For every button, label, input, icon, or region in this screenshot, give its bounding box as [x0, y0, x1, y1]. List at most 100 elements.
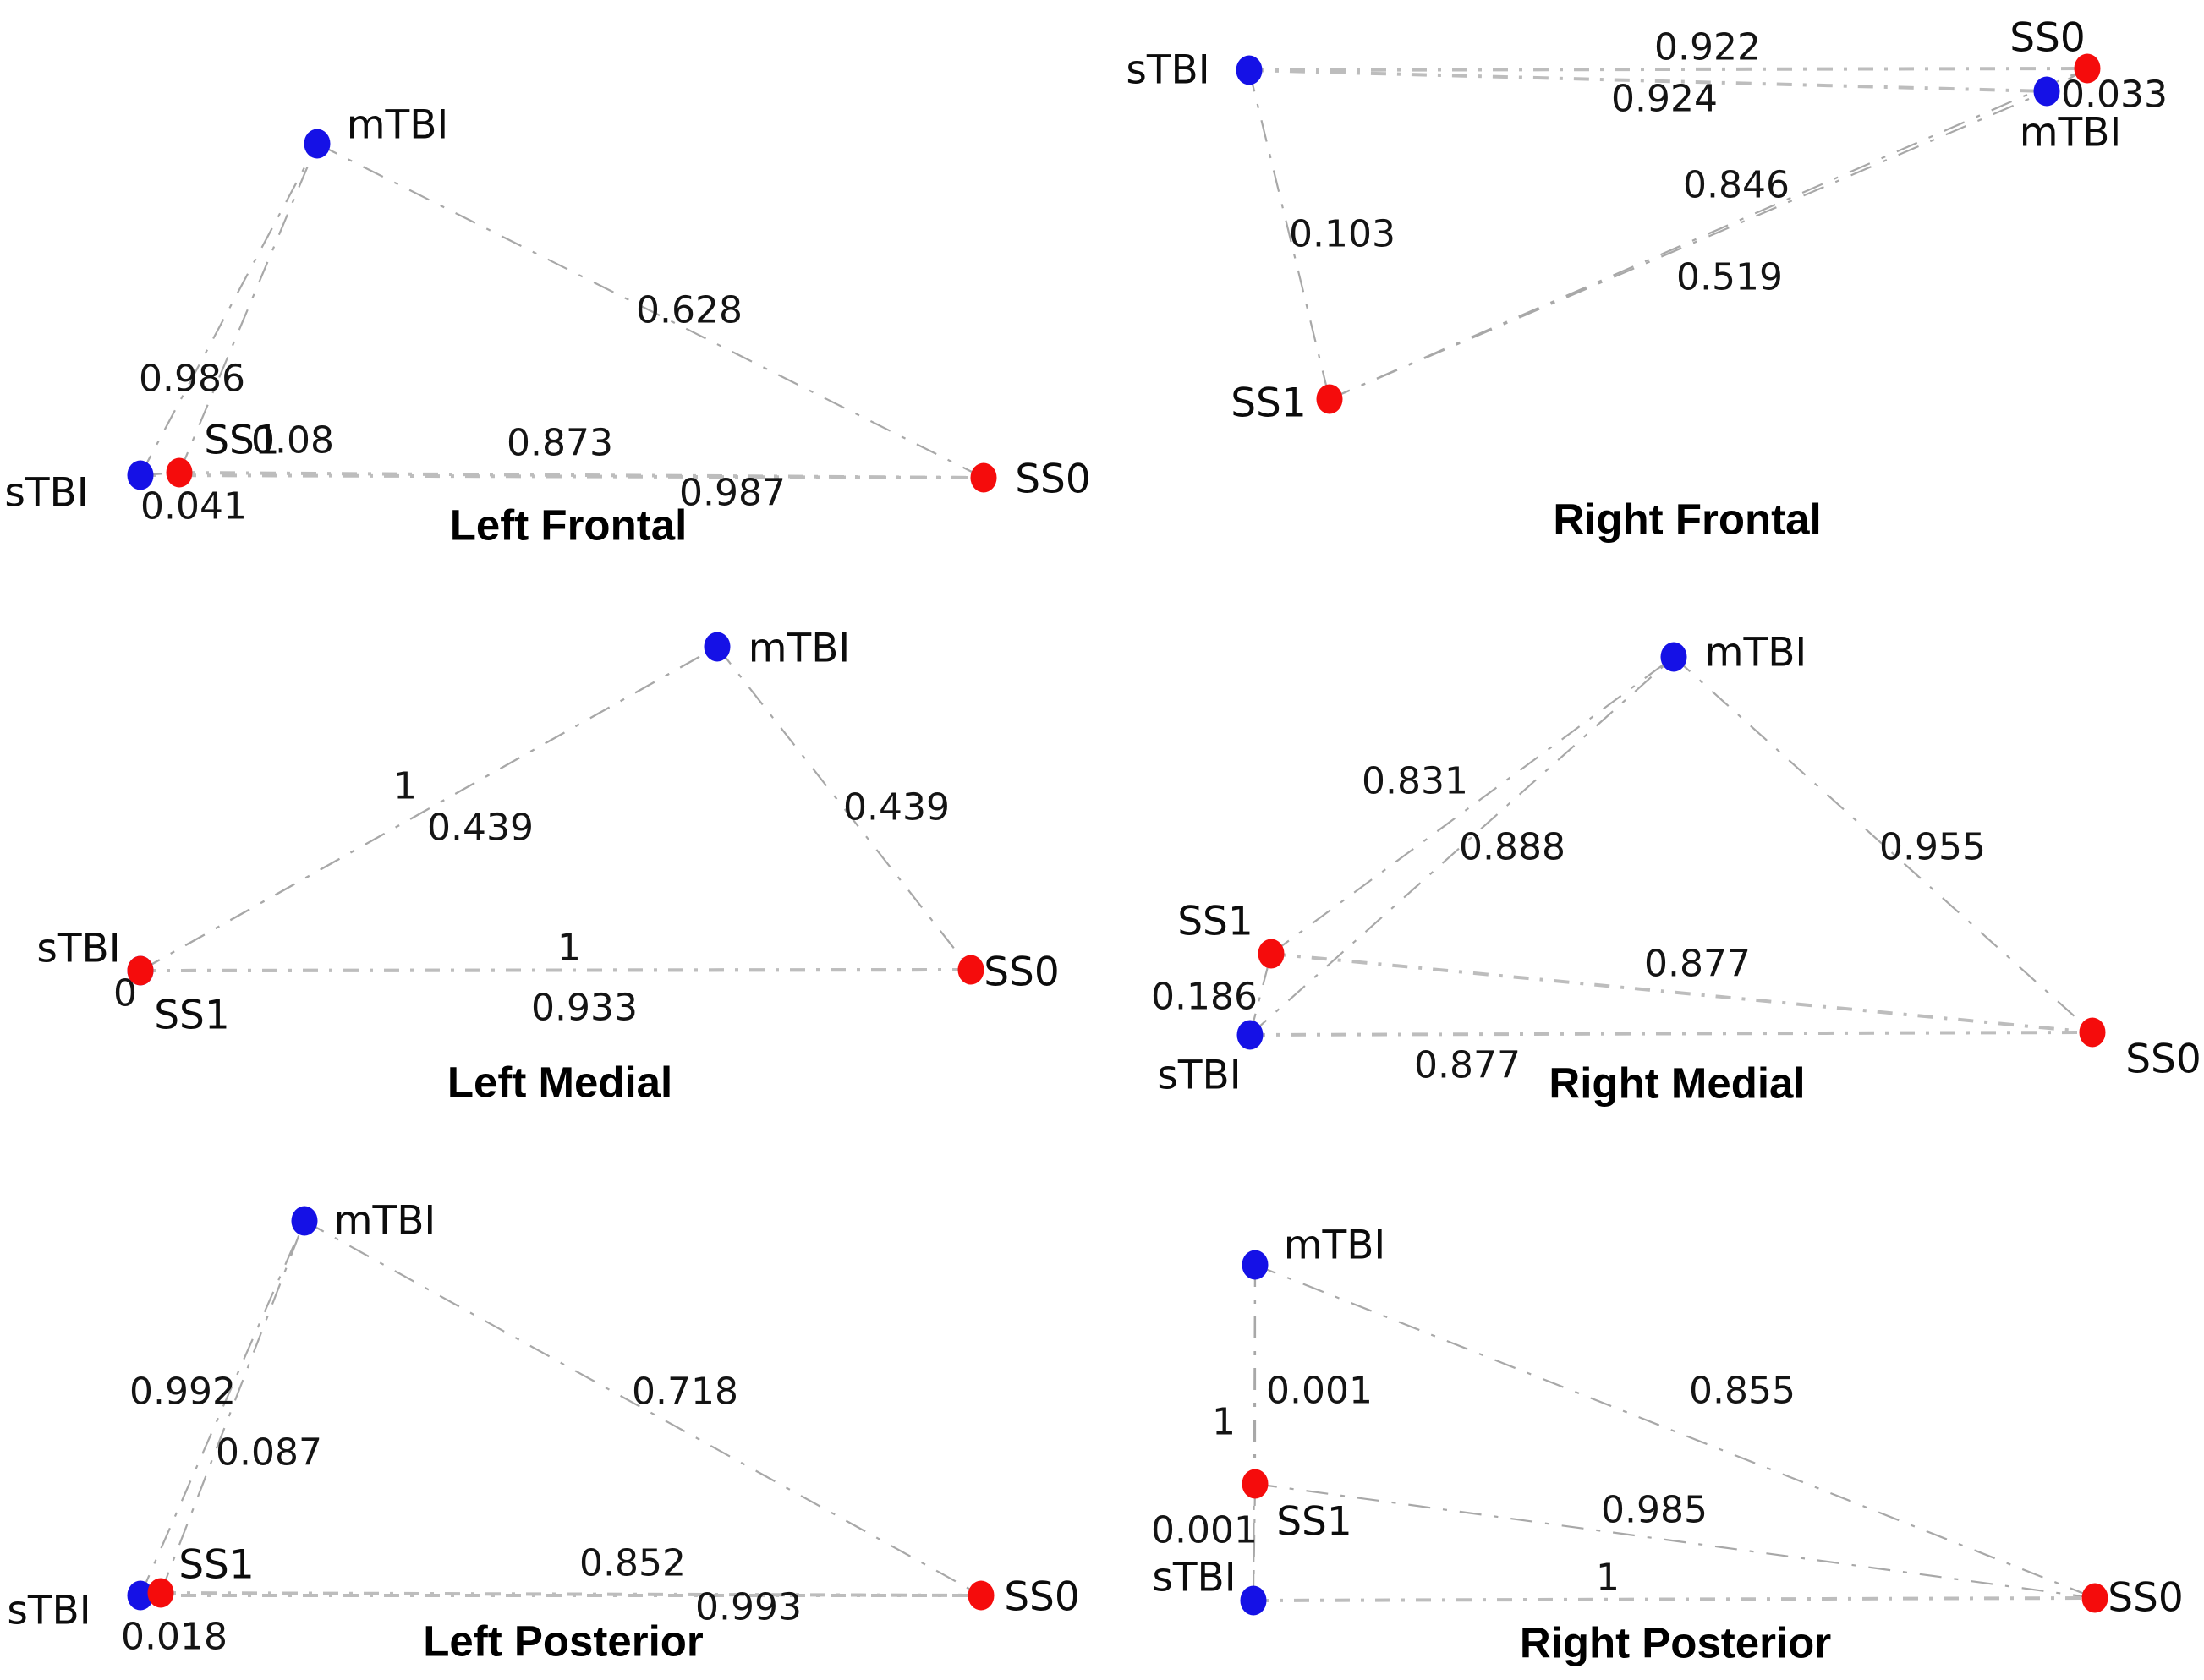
- edge-weight-label: 0.855: [1689, 1369, 1796, 1413]
- node-SS1: [1316, 384, 1343, 414]
- edge-weight-label: 0.924: [1611, 77, 1718, 121]
- edge-weight-label: 1: [1596, 1556, 1620, 1600]
- node-label-mTBI: mTBI: [1704, 629, 1807, 676]
- node-sTBI: [1236, 1020, 1264, 1050]
- edge-sTBI-mTBI: [140, 143, 318, 476]
- edge-weight-label: 1: [393, 764, 417, 808]
- node-mTBI: [304, 129, 331, 159]
- node-SS1: [166, 457, 193, 488]
- edge-weight-label: 0.018: [121, 1615, 228, 1659]
- node-mTBI: [291, 1206, 318, 1236]
- panel-title: Right Frontal: [1553, 495, 1822, 544]
- edge-weight-label: 0.831: [1362, 759, 1468, 803]
- node-SS1: [1242, 1469, 1269, 1499]
- edge-weight-label: 0.852: [579, 1541, 686, 1585]
- edge-weight-label: 0.519: [1676, 255, 1783, 299]
- edge-weight-label: 0.873: [507, 421, 613, 465]
- node-SS0: [968, 1580, 995, 1611]
- node-label-SS0: SS0: [2125, 1036, 2201, 1083]
- edge-SS1-mTBI: [159, 1220, 306, 1594]
- edge-weight-label: 0.087: [216, 1431, 322, 1475]
- edge-weight-label: 0.001: [1151, 1508, 1258, 1552]
- edge-weight-label: 0.933: [531, 986, 638, 1030]
- node-label-SS0: SS0: [1015, 456, 1091, 503]
- node-label-sTBI: sTBI: [1157, 1052, 1242, 1099]
- edge-SS1-SS0: [140, 968, 972, 972]
- node-label-sTBI: sTBI: [7, 1587, 91, 1634]
- node-label-SS0: SS0: [2009, 14, 2086, 62]
- edge-weight-label: 0.986: [139, 357, 245, 401]
- edge-SS1-mTBI: [1329, 90, 2048, 401]
- panel-title: Left Frontal: [449, 501, 688, 550]
- node-label-SS0: SS0: [1004, 1573, 1080, 1621]
- edge-weight-label: 0.985: [1601, 1488, 1708, 1532]
- node-SS0: [957, 955, 984, 985]
- node-label-SS0: SS0: [2108, 1574, 2184, 1622]
- node-SS0: [2074, 53, 2101, 84]
- edge-weight-label: 0.628: [636, 288, 743, 332]
- node-label-mTBI: mTBI: [333, 1197, 436, 1245]
- node-mTBI: [2033, 76, 2060, 107]
- edge-sTBI-SS1: [1247, 69, 1331, 400]
- node-label-sTBI: sTBI: [4, 469, 89, 517]
- node-label-SS1: SS1: [1177, 898, 1253, 945]
- edge-weight-label: 1: [557, 926, 581, 970]
- edge-weight-label: 0.718: [632, 1370, 738, 1414]
- node-label-SS1: SS1: [1276, 1498, 1352, 1546]
- edge-SS1-mTBI: [178, 143, 319, 473]
- edge-SS1-SS0: [160, 1591, 982, 1597]
- node-SS0: [2081, 1583, 2108, 1613]
- node-SS0: [2079, 1017, 2106, 1048]
- edge-weight-label: 0.186: [1151, 975, 1258, 1019]
- edge-SS1-mTBI: [140, 646, 718, 971]
- edge-weight-label: 0.888: [1459, 825, 1565, 869]
- node-label-SS1: SS1: [1231, 380, 1307, 427]
- edge-weight-label: 0.992: [129, 1370, 236, 1414]
- node-SS1: [147, 1578, 174, 1608]
- panel-title: Left Posterior: [423, 1617, 704, 1666]
- node-sTBI: [1236, 55, 1263, 85]
- edge-sTBI-SS0: [1248, 67, 2088, 72]
- edge-weight-label: 0.846: [1683, 163, 1790, 207]
- edge-weight-label: 0.987: [679, 471, 786, 515]
- node-label-mTBI: mTBI: [1283, 1222, 1386, 1269]
- node-label-sTBI: sTBI: [36, 925, 121, 972]
- panel-title: Right Posterior: [1519, 1618, 1832, 1667]
- edge-weight-label: 0.993: [695, 1585, 802, 1629]
- node-label-sTBI: sTBI: [1126, 47, 1210, 94]
- edge-weight-label: 0.041: [140, 484, 247, 528]
- edge-mTBI-SS0: [316, 143, 984, 479]
- edge-weight-label: 0.439: [427, 806, 534, 850]
- node-SS1: [1258, 939, 1285, 969]
- panel-title: Left Medial: [447, 1058, 673, 1107]
- edge-SS1-mTBI: [1270, 656, 1675, 955]
- edge-mTBI-SS0: [1673, 656, 2093, 1033]
- edge-sTBI-SS0: [1253, 1596, 2096, 1602]
- edge-weight-label: 0.001: [1266, 1369, 1373, 1413]
- node-label-SS1: SS1: [204, 417, 280, 464]
- edge-SS1-sTBI: [1252, 1483, 1257, 1601]
- edge-weight-label: 0.439: [843, 785, 950, 829]
- edge-sTBI-mTBI: [1249, 656, 1675, 1036]
- edge-weight-label: 1: [1212, 1400, 1236, 1444]
- edge-weight-label: 0.955: [1879, 825, 1986, 869]
- edge-mTBI-SS0: [1254, 1263, 2096, 1600]
- edge-mTBI-SS0: [716, 646, 972, 971]
- edge-sTBI-mTBI: [139, 1220, 306, 1596]
- node-mTBI: [1660, 642, 1687, 672]
- edge-SS1-SS0: [1270, 952, 2093, 1034]
- edge-SS1-SS0: [1329, 67, 2088, 401]
- edge-sTBI-mTBI: [1248, 68, 2048, 93]
- node-mTBI: [704, 632, 731, 662]
- panel-title: Right Medial: [1549, 1059, 1806, 1108]
- edge-weight-label: 0.08: [251, 419, 334, 462]
- node-SS0: [970, 462, 997, 493]
- edge-weight-label: 0.922: [1654, 25, 1761, 69]
- node-label-SS1: SS1: [154, 992, 230, 1039]
- edge-weight-label: 0.877: [1414, 1043, 1521, 1087]
- node-sTBI: [127, 460, 154, 490]
- node-label-SS0: SS0: [984, 949, 1060, 996]
- edge-SS1-SS0: [1254, 1482, 2096, 1600]
